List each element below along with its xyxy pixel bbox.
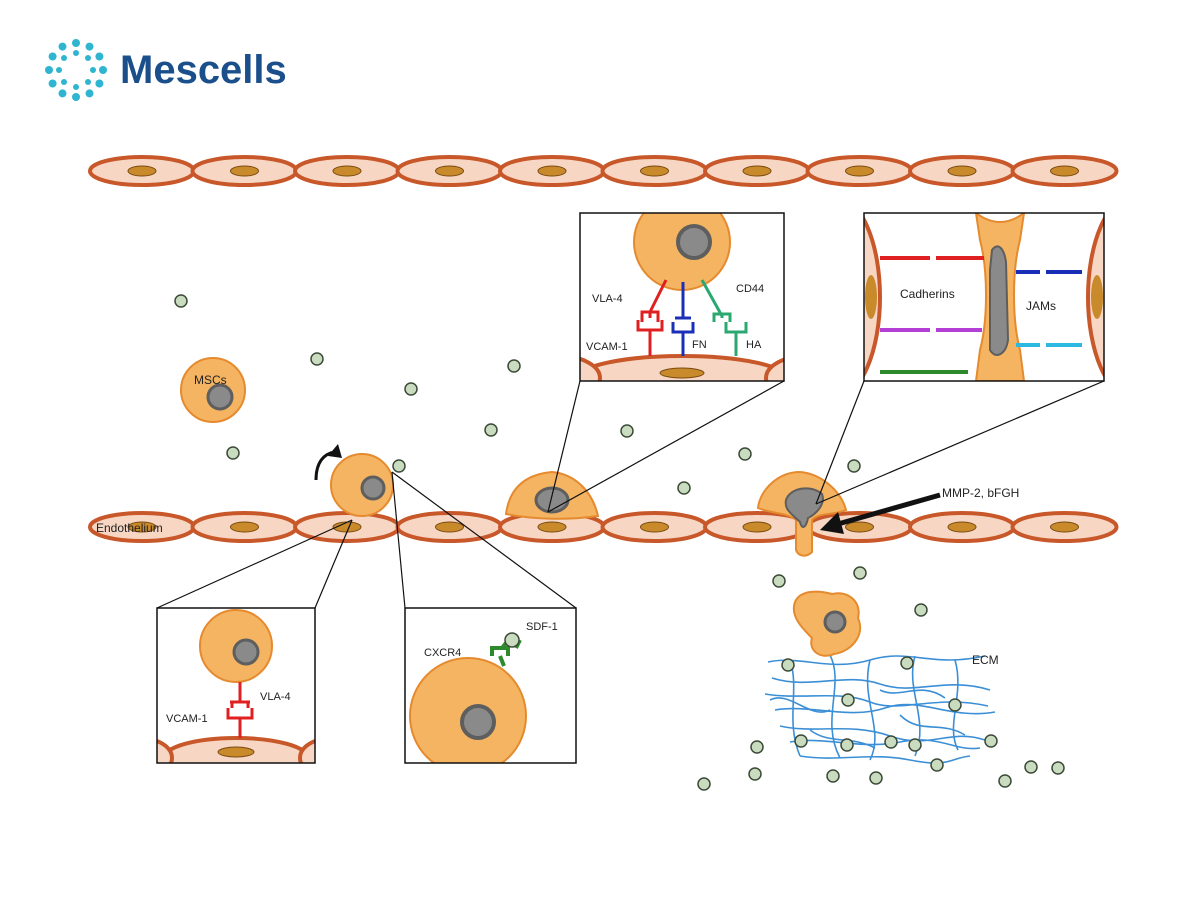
chemokine-particle: [1024, 760, 1038, 774]
inset-cxcr4-sdf1: [404, 607, 577, 764]
chemokine-particle: [884, 735, 898, 749]
inset-a-fn-label: FN: [692, 339, 707, 351]
top-endothelial-wall: [88, 155, 1119, 187]
inset-vla4-vcam1: [156, 607, 316, 764]
brand-name: Mescells: [120, 48, 287, 92]
chemokine-particle: [748, 767, 762, 781]
inset-leader-lines: [156, 380, 1105, 609]
chemokine-particle: [1051, 761, 1065, 775]
inset-a-vla4-label: VLA-4: [592, 293, 623, 305]
mscs-label: MSCs: [194, 373, 227, 387]
chemokine-particle: [484, 423, 498, 437]
chemokine-particle: [998, 774, 1012, 788]
chemokine-particle: [948, 698, 962, 712]
chemokine-particles: [174, 294, 1065, 791]
inset-c-vcam1-label: VCAM-1: [166, 713, 208, 725]
chemokine-particle: [697, 777, 711, 791]
chemokine-particle: [772, 574, 786, 588]
endothelium-label: Endothelium: [96, 521, 163, 535]
inset-a-vcam1-label: VCAM-1: [586, 341, 628, 353]
inset-adhesion-molecules: [579, 212, 785, 382]
chemokine-particle: [841, 693, 855, 707]
chemokine-particle: [174, 294, 188, 308]
inset-a-ha-label: HA: [746, 339, 762, 351]
endothelial-cell: [395, 511, 504, 543]
top-endothelial-cell: [600, 155, 709, 187]
chemokine-particle: [738, 447, 752, 461]
endothelial-cell: [1010, 511, 1119, 543]
top-endothelial-cell: [293, 155, 401, 187]
endothelial-cell: [190, 511, 299, 543]
chemokine-particle: [908, 738, 922, 752]
msc-free-cell: [180, 357, 246, 423]
chemokine-particle: [853, 566, 867, 580]
ecm-label: ECM: [972, 653, 999, 667]
mmp-arrow-icon: [820, 492, 941, 534]
chemokine-particle: [930, 758, 944, 772]
top-endothelial-cell: [703, 155, 811, 187]
chemokine-particle: [677, 481, 691, 495]
chemokine-particle: [826, 769, 840, 783]
chemokine-particle: [840, 738, 854, 752]
sdf1-label: SDF-1: [526, 621, 558, 633]
inset-junction-molecules: [863, 212, 1105, 382]
chemokine-particle: [794, 734, 808, 748]
endothelial-cell: [908, 511, 1016, 543]
top-endothelial-cell: [88, 155, 196, 187]
chemokine-particle: [507, 359, 521, 373]
chemokine-particle: [781, 658, 795, 672]
mmp-label: MMP-2, bFGH: [942, 486, 1019, 500]
chemokine-particle: [900, 656, 914, 670]
chemokine-particle: [847, 459, 861, 473]
top-endothelial-cell: [498, 155, 606, 187]
chemokine-particle: [392, 459, 406, 473]
top-endothelial-cell: [1010, 155, 1119, 187]
endothelial-cell: [600, 511, 709, 543]
top-endothelial-cell: [190, 155, 299, 187]
msc-transmigrating-cell: [756, 470, 848, 557]
inset-c-vla4-label: VLA-4: [260, 691, 291, 703]
cxcr4-label: CXCR4: [424, 647, 461, 659]
msc-rolling-cell: [330, 453, 394, 517]
inset-a-cd44-label: CD44: [736, 283, 764, 295]
dotted-ring-logo-icon: [45, 39, 107, 101]
top-endothelial-cell: [395, 155, 504, 187]
chemokine-particle: [226, 446, 240, 460]
endothelial-cell: [293, 511, 401, 543]
chemokine-particle: [620, 424, 634, 438]
endothelium-layer: [88, 511, 1119, 543]
msc-migrated-cell: [792, 590, 861, 657]
top-endothelial-cell: [908, 155, 1016, 187]
jams-label: JAMs: [1026, 299, 1056, 313]
chemokine-particle: [914, 603, 928, 617]
chemokine-particle: [750, 740, 764, 754]
chemokine-particle: [310, 352, 324, 366]
chemokine-particle: [404, 382, 418, 396]
rolling-arrow-icon: [314, 444, 342, 481]
chemokine-particle: [984, 734, 998, 748]
cadherins-label: Cadherins: [900, 287, 955, 301]
top-endothelial-cell: [805, 155, 914, 187]
chemokine-particle: [869, 771, 883, 785]
